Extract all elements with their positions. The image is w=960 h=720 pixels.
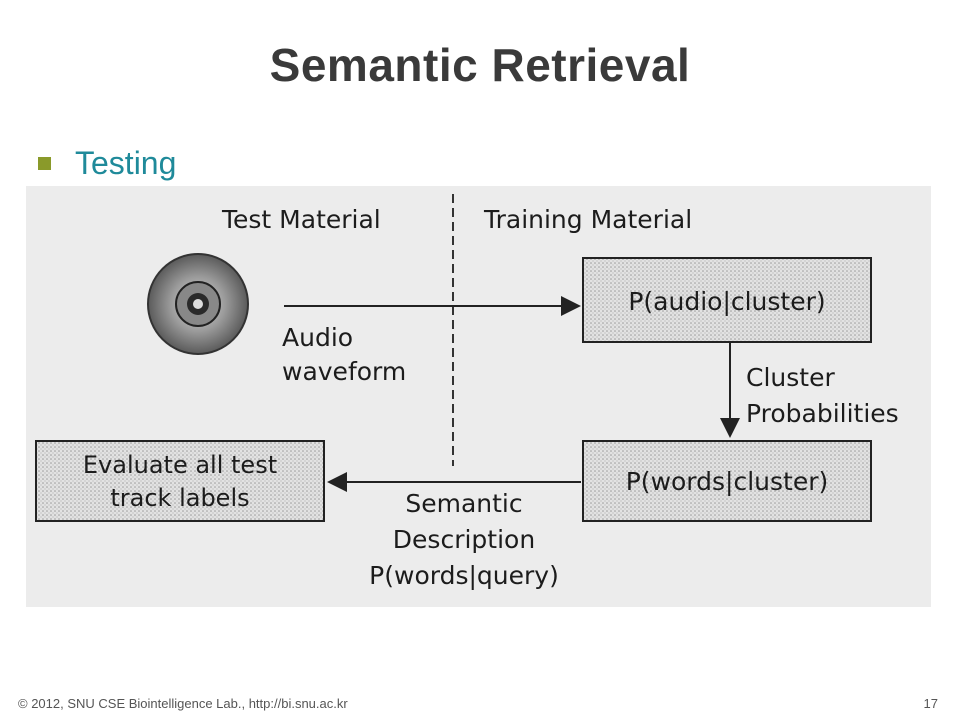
waveform-label: waveform [282, 357, 406, 386]
diagram-figure: Test Material Training Material Audio wa… [26, 186, 931, 607]
footer-copyright: © 2012, SNU CSE Biointelligence Lab., ht… [18, 696, 348, 711]
slide-title: Semantic Retrieval [269, 39, 691, 91]
bullet-square-icon [38, 156, 51, 170]
audio-label: Audio [282, 323, 353, 352]
evaluate-label-line2: track labels [110, 484, 249, 512]
page-number: 17 [923, 696, 938, 711]
diagram-svg: Test Material Training Material Audio wa… [35, 194, 899, 590]
p-audio-cluster-box [582, 257, 872, 343]
semantic-label: Semantic [405, 489, 522, 518]
description-label: Description [393, 525, 535, 554]
bullet-item: Testing [38, 143, 176, 183]
probabilities-label: Probabilities [746, 399, 899, 428]
p-words-query-label: P(words|query) [369, 561, 559, 590]
bullet-text: Testing [75, 144, 177, 181]
evaluate-label-line1: Evaluate all test [83, 451, 277, 479]
training-material-label: Training Material [483, 205, 692, 234]
p-audio-cluster-label: P(audio|cluster) [628, 287, 825, 316]
p-words-cluster-label: P(words|cluster) [626, 467, 829, 496]
cd-disc-icon [147, 253, 249, 355]
evaluate-box [35, 440, 325, 522]
p-words-cluster-box [582, 440, 872, 522]
cluster-label: Cluster [746, 363, 835, 392]
test-material-label: Test Material [221, 205, 381, 234]
